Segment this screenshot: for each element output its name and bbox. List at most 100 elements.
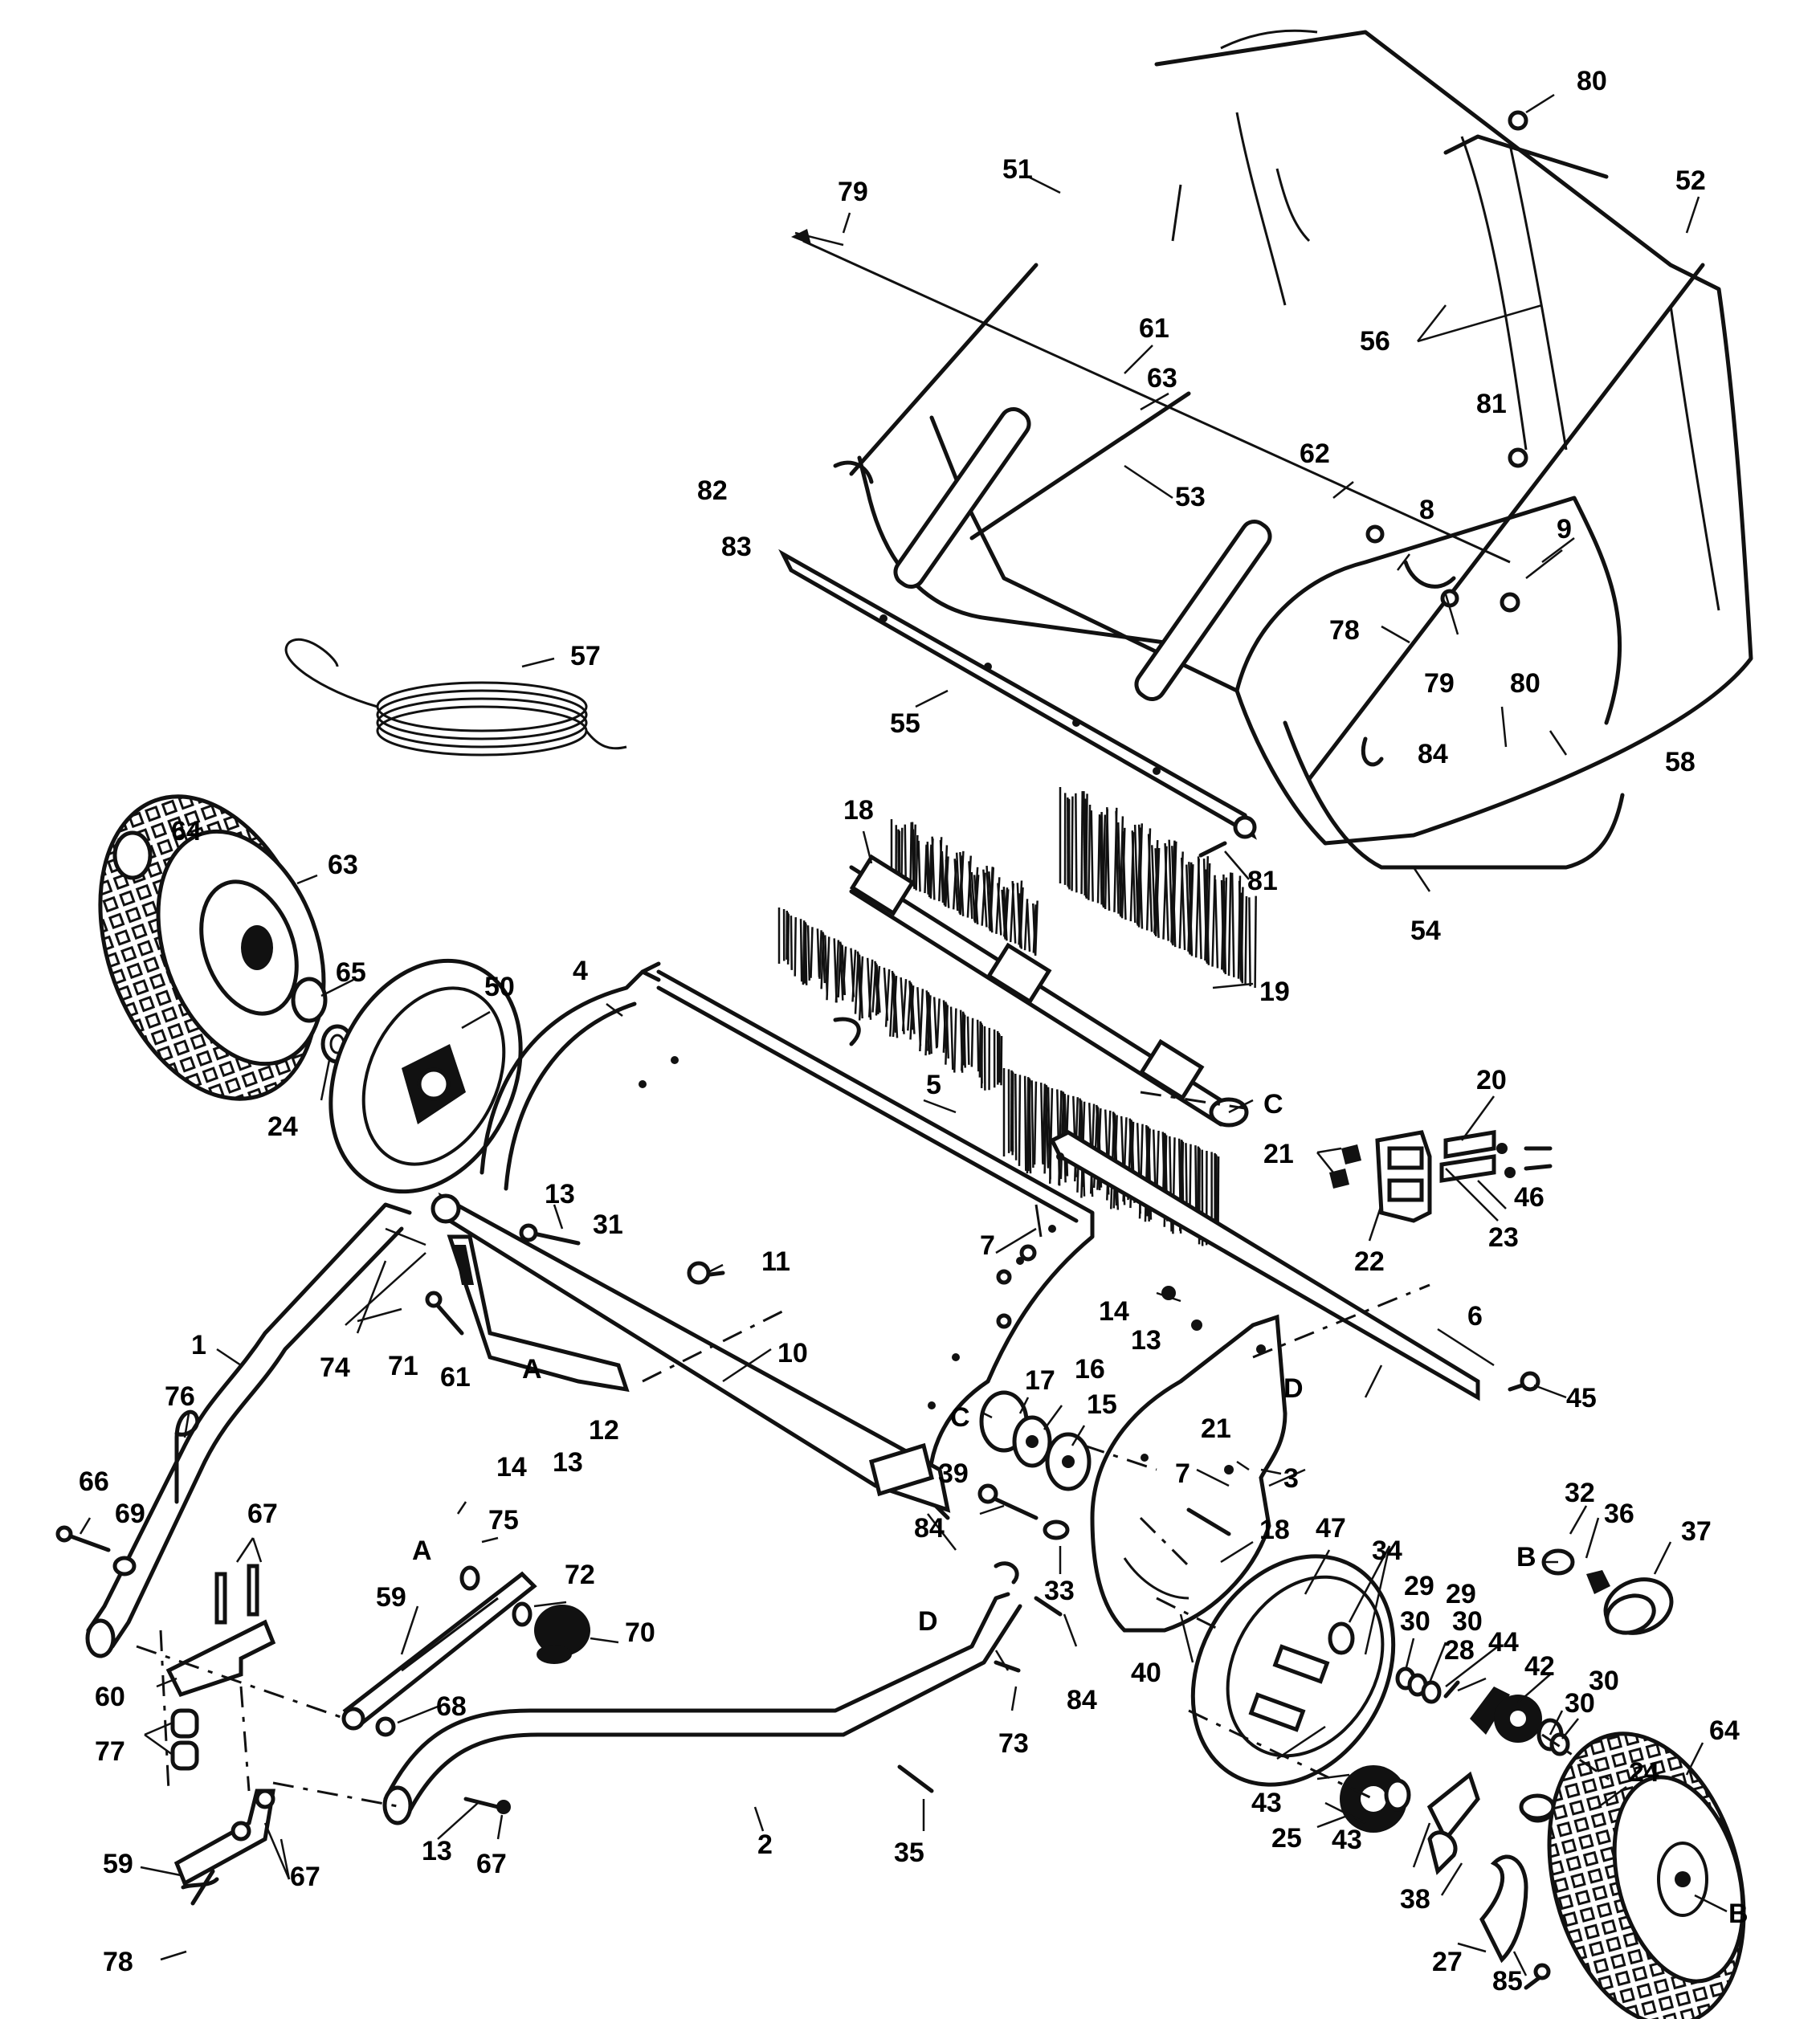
brush-bristle: [908, 981, 914, 1030]
brush-bristle: [1248, 897, 1251, 987]
callout-46: 46: [1514, 1182, 1545, 1213]
brush-bristle: [858, 954, 863, 1019]
callout-37: 37: [1681, 1516, 1712, 1547]
deck-top-panel: [656, 969, 1095, 1384]
wheel-nut: [1586, 1570, 1610, 1594]
callout-29: 29: [1446, 1579, 1476, 1609]
callout-65: 66: [79, 1466, 109, 1497]
brush-bristle: [1102, 814, 1107, 907]
callout-15: 15: [1087, 1389, 1117, 1420]
brush-bristle: [1009, 883, 1015, 943]
brush-bristle: [981, 872, 986, 926]
brush-bristle: [1040, 1083, 1044, 1164]
brush-bristle: [1045, 1084, 1050, 1169]
brush-bristle: [1032, 904, 1037, 953]
brush-bristle: [1172, 841, 1177, 946]
callout-66: 67: [247, 1499, 278, 1529]
brush-bristle: [945, 1003, 950, 1059]
hopper-bottom-bar: [778, 549, 1257, 840]
callout-84: 84: [914, 1513, 945, 1544]
brush-bristle: [841, 944, 847, 996]
callout-11: 11: [761, 1246, 790, 1277]
brush-bristle: [1227, 872, 1232, 976]
brush-bristle: [1002, 887, 1009, 937]
brush-bristle: [936, 998, 941, 1048]
callout-13: 13: [545, 1179, 575, 1209]
adjustment-link: [341, 1571, 537, 1737]
deck-side-left: [479, 969, 661, 1175]
callout-55: 57: [570, 641, 601, 671]
callout-2: 2: [757, 1829, 773, 1860]
callout-25: 25: [1271, 1823, 1302, 1854]
callout-79: 78: [1329, 615, 1360, 646]
callout-27: 28: [1444, 1635, 1475, 1666]
callout-17: 17: [1025, 1365, 1055, 1396]
callout-73: 73: [998, 1728, 1029, 1759]
callout-51: 53: [1175, 482, 1206, 512]
brush-bristle: [913, 824, 916, 888]
brush-bristle: [1000, 1035, 1003, 1086]
brush-bristle: [1023, 1075, 1027, 1171]
brush-bristle: [904, 824, 908, 884]
brush-bristle: [1088, 805, 1092, 900]
brush-bristle: [1154, 847, 1161, 936]
brush-bristle: [1220, 881, 1226, 970]
brush-bristle: [850, 948, 855, 997]
brush-bristle: [874, 961, 879, 1015]
brush-bristle: [1170, 840, 1176, 943]
height-adjust-lever: [447, 1234, 630, 1393]
callout-33: 33: [1044, 1576, 1075, 1606]
callout-63: 64: [1709, 1715, 1740, 1746]
brush-bristle: [1113, 807, 1118, 912]
hopper-bag-front: [1234, 496, 1622, 725]
brush-bristle: [1026, 1077, 1030, 1174]
callout-69: 69: [115, 1499, 145, 1529]
brush-bristle: [833, 938, 838, 1003]
callout-61: 61: [1139, 313, 1169, 344]
brush-bristle: [866, 957, 872, 1020]
brush-bristle: [802, 920, 806, 985]
callout-18: 18: [843, 795, 874, 826]
brush-bristle: [959, 1010, 964, 1073]
brush-bristle: [949, 1006, 954, 1071]
wheel-right: [1547, 1731, 1746, 2019]
callout-3: 3: [1283, 1463, 1299, 1494]
brush-bristle: [980, 1022, 983, 1084]
callout-64: 65: [336, 957, 366, 988]
callout-7: 7: [980, 1230, 995, 1261]
callout-82: 81: [1247, 866, 1278, 896]
hopper-assembly: [778, 29, 1753, 870]
callout-64: 64: [171, 816, 202, 846]
hopper-frame-front: [857, 455, 1167, 645]
hitch-pin: [181, 1869, 219, 1906]
brush-bristle: [1090, 810, 1094, 902]
brush-bristle: [973, 867, 979, 921]
callout-40: 40: [1131, 1658, 1161, 1688]
callout-50: 52: [1675, 165, 1706, 196]
callout-53: 55: [890, 708, 920, 739]
brush-bristle: [1023, 899, 1029, 951]
callout-52: 54: [1410, 916, 1441, 946]
callout-14: 14: [496, 1452, 527, 1483]
callout-74: 74: [320, 1352, 350, 1383]
brush-bristle: [952, 860, 957, 910]
brush-bristle: [891, 970, 897, 1033]
brush-bristle: [978, 1021, 981, 1078]
callout-38: 38: [1400, 1884, 1430, 1915]
brush-bristle: [799, 919, 803, 982]
brush-bristle: [1136, 827, 1141, 924]
brush-bristle: [1075, 793, 1078, 893]
brush-bristle: [1047, 1087, 1051, 1180]
brush-bristle: [970, 1018, 974, 1067]
brush-bristle: [929, 838, 934, 899]
callout-84: 83: [721, 532, 752, 562]
brush-bristle: [1206, 863, 1211, 964]
brush-bristle: [1240, 887, 1244, 982]
brush-bristle: [1254, 895, 1257, 989]
brush-bristle: [911, 822, 915, 887]
letter-B: B: [1516, 1542, 1536, 1572]
callout-22: 22: [1354, 1246, 1385, 1277]
brush-bristle: [909, 822, 912, 885]
gear-housing-left: [328, 958, 523, 1194]
callout-71: 71: [388, 1351, 418, 1381]
